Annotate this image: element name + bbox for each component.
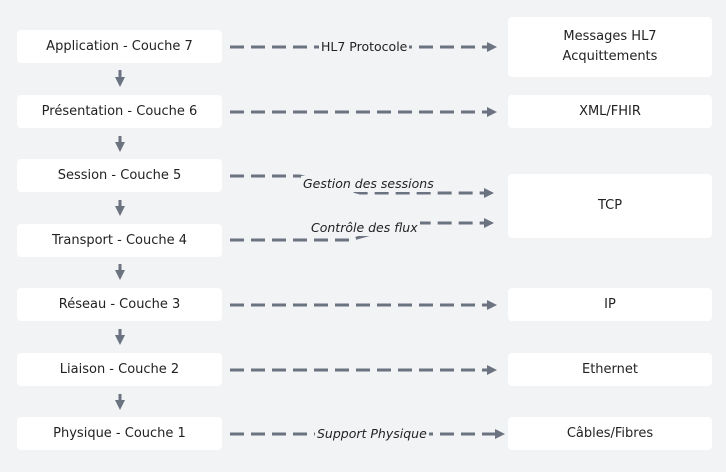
target-line: Câbles/Fibres bbox=[566, 425, 654, 441]
target-line: IP bbox=[604, 296, 616, 312]
edge-label-session: Gestion des sessions bbox=[301, 176, 436, 192]
layer-application: Application - Couche 7 bbox=[17, 30, 222, 63]
target-line: Ethernet bbox=[582, 361, 638, 377]
target-line: Acquittements bbox=[562, 49, 658, 64]
layer-presentation: Présentation - Couche 6 bbox=[17, 95, 222, 128]
layer-liaison: Liaison - Couche 2 bbox=[17, 353, 222, 386]
layer-label: Session - Couche 5 bbox=[57, 167, 182, 183]
target-line: Messages HL7 bbox=[563, 29, 657, 44]
layer-label: Réseau - Couche 3 bbox=[58, 296, 181, 312]
layer-label: Physique - Couche 1 bbox=[53, 425, 186, 441]
target-cables-fibres: Câbles/Fibres bbox=[508, 417, 712, 450]
layer-label: Transport - Couche 4 bbox=[51, 232, 187, 248]
layer-label: Application - Couche 7 bbox=[46, 38, 193, 54]
layer-physique: Physique - Couche 1 bbox=[17, 417, 222, 450]
layer-label: Liaison - Couche 2 bbox=[59, 361, 180, 377]
layer-session: Session - Couche 5 bbox=[17, 159, 222, 192]
target-messages-hl7: Messages HL7 Acquittements bbox=[508, 17, 712, 77]
layer-transport: Transport - Couche 4 bbox=[17, 224, 222, 257]
target-line: XML/FHIR bbox=[579, 103, 641, 119]
edge-session-to-tcp bbox=[230, 174, 494, 198]
target-ethernet: Ethernet bbox=[508, 353, 712, 386]
target-line: TCP bbox=[597, 198, 623, 213]
target-xml-fhir: XML/FHIR bbox=[508, 95, 712, 128]
edge-label-application: HL7 Protocole bbox=[319, 39, 410, 55]
layer-reseau: Réseau - Couche 3 bbox=[17, 288, 222, 321]
layer-label: Présentation - Couche 6 bbox=[41, 103, 198, 119]
edge-label-physique: Support Physique bbox=[315, 426, 429, 442]
target-ip: IP bbox=[508, 288, 712, 321]
edge-label-transport: Contrôle des flux bbox=[309, 220, 420, 236]
target-tcp: TCP bbox=[508, 174, 712, 238]
